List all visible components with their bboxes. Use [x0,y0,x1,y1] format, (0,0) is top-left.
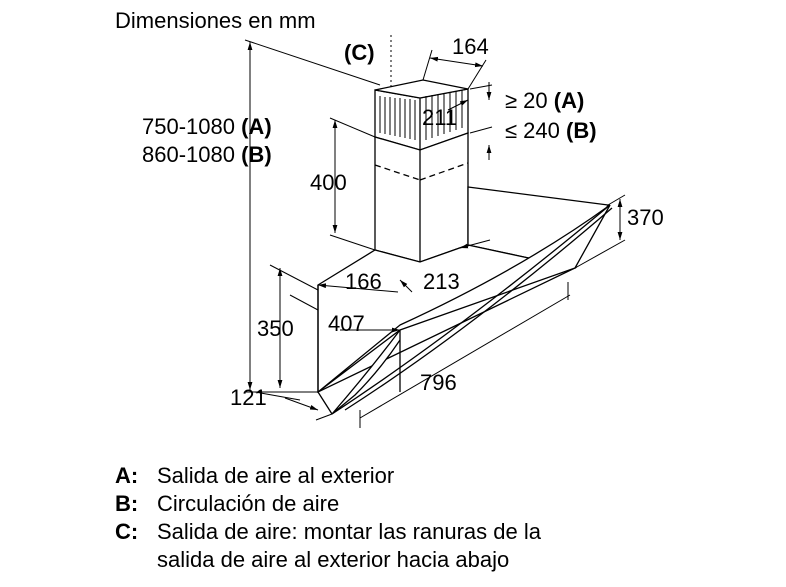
dim-height-a: 750-1080 (A) [142,114,272,139]
dim-bottom-offset: 121 [230,385,267,410]
legend: A: Salida de aire al exterior B: Circula… [115,462,755,574]
dim-chimney-depth: 211 [422,105,457,130]
legend-text: salida de aire al exterior hacia abajo [157,547,510,572]
dim-chimney-width: 164 [452,34,489,59]
legend-text: Salida de aire al exterior [157,463,395,488]
legend-key: C: [115,519,139,544]
dim-gap-b-key: (B) [566,118,597,143]
dim-height-a-value: 750-1080 [142,114,235,139]
legend-key: A: [115,463,139,488]
legend-text: Salida de aire: montar las ranuras de la [157,519,541,544]
air-outlet-slots [379,90,463,140]
dim-height-a-key: (A) [241,114,272,139]
dim-gap-a-value: ≥ 20 [505,88,548,113]
dim-base-depth: 213 [423,269,460,294]
legend-item: C: Salida de aire: montar las ranuras de… [115,518,755,546]
c-marker-label: (C) [344,40,375,65]
legend-item: B: Circulación de aire [115,490,755,518]
legend-item: salida de aire al exterior hacia abajo [115,546,755,574]
dim-height-b-key: (B) [241,142,272,167]
hood-outline [317,79,613,415]
legend-key: B: [115,491,139,516]
dimension-lines [244,35,626,428]
dim-glass-height: 370 [627,205,664,230]
dim-box-height: 350 [257,316,294,341]
dim-height-b: 860-1080 (B) [142,142,272,167]
dim-base-width: 166 [345,269,382,294]
dim-hood-width: 796 [420,370,457,395]
dim-height-b-value: 860-1080 [142,142,235,167]
dim-hood-depth: 407 [328,311,365,336]
dim-gap-a: ≥ 20 (A) [505,88,584,113]
dim-gap-a-key: (A) [554,88,585,113]
dim-gap-b: ≤ 240 (B) [505,118,597,143]
dim-gap-b-value: ≤ 240 [505,118,560,143]
legend-key [115,546,157,574]
drawing-title: Dimensiones en mm [115,8,316,33]
legend-text: Circulación de aire [157,491,340,516]
dim-chimney-height: 400 [310,170,347,195]
legend-item: A: Salida de aire al exterior [115,462,755,490]
